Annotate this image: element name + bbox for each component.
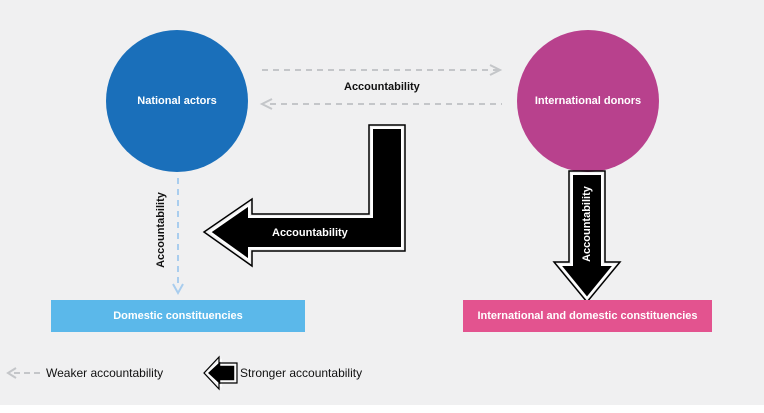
- legend-stronger-label: Stronger accountability: [240, 366, 363, 380]
- l-arrow-accountability-label: Accountability: [272, 227, 348, 239]
- international-donors-label: International donors: [534, 95, 642, 107]
- horizontal-accountability-label: Accountability: [344, 81, 420, 93]
- left-vertical-accountability-label: Accountability: [155, 192, 167, 268]
- international-domestic-constituencies-box: International and domestic constituencie…: [463, 300, 712, 332]
- national-actors-label: National actors: [137, 95, 217, 107]
- dashed-arrow-to-domestic: [172, 178, 184, 296]
- legend-weaker-label: Weaker accountability: [46, 366, 164, 380]
- right-vertical-accountability-label: Accountability: [581, 186, 593, 262]
- dashed-arrow-to-donors: [262, 64, 503, 76]
- national-actors-circle: [106, 30, 248, 172]
- dashed-arrow-to-national: [259, 98, 502, 110]
- legend-stronger-symbol: [203, 355, 238, 391]
- domestic-constituencies-box: Domestic constituencies: [51, 300, 305, 332]
- strong-arrow-l-shape: [208, 127, 403, 262]
- legend-weaker-symbol: [6, 367, 40, 379]
- international-donors-circle: [517, 30, 659, 172]
- strong-arrow-down: [557, 173, 617, 300]
